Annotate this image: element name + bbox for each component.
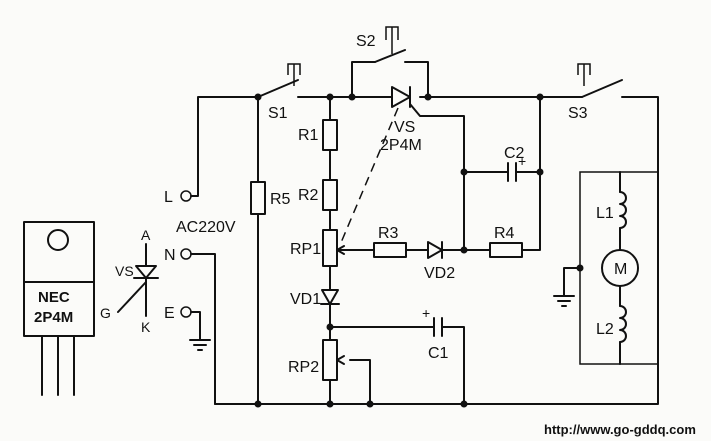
label-l2: L2	[596, 321, 614, 338]
component-labels: S1 S2 S3 VS 2P4M R1 R2 RP1 VD1 RP2 R5 R3…	[268, 33, 627, 376]
ac-voltage-label: AC220V	[176, 219, 236, 236]
label-r2: R2	[298, 187, 319, 204]
gate-label: G	[100, 305, 111, 321]
label-vs-part: 2P4M	[380, 137, 422, 154]
terminal-e-label: E	[164, 305, 175, 322]
package-line2: 2P4M	[34, 309, 73, 326]
thyristor-package: NEC 2P4M	[23, 221, 95, 396]
label-r1: R1	[298, 127, 319, 144]
terminal-l-label: L	[164, 189, 173, 206]
label-s1: S1	[268, 105, 288, 122]
label-rp2: RP2	[288, 359, 319, 376]
label-r4: R4	[494, 225, 515, 242]
label-vs: VS	[394, 119, 415, 136]
label-c1-plus: +	[422, 305, 430, 321]
label-r3: R3	[378, 225, 399, 242]
junction-dots	[254, 93, 584, 408]
label-c2: C2	[504, 145, 525, 162]
source-url: http://www.go-gddq.com	[544, 422, 696, 437]
label-motor: M	[614, 261, 627, 278]
terminals: L N E AC220V	[164, 96, 259, 405]
cathode-label: K	[141, 319, 151, 335]
package-line1: NEC	[38, 289, 70, 306]
anode-label: A	[141, 227, 151, 243]
label-l1: L1	[596, 205, 614, 222]
label-r5: R5	[270, 191, 291, 208]
label-s2: S2	[356, 33, 376, 50]
label-s3: S3	[568, 105, 588, 122]
label-rp1: RP1	[290, 241, 321, 258]
label-c2-plus: +	[518, 153, 526, 169]
label-c1: C1	[428, 345, 449, 362]
label-vd1: VD1	[290, 291, 321, 308]
terminal-n-label: N	[164, 247, 176, 264]
thyristor-symbol: A VS G K	[100, 227, 159, 335]
vs-symbol-label: VS	[115, 263, 134, 279]
label-vd2: VD2	[424, 265, 455, 282]
